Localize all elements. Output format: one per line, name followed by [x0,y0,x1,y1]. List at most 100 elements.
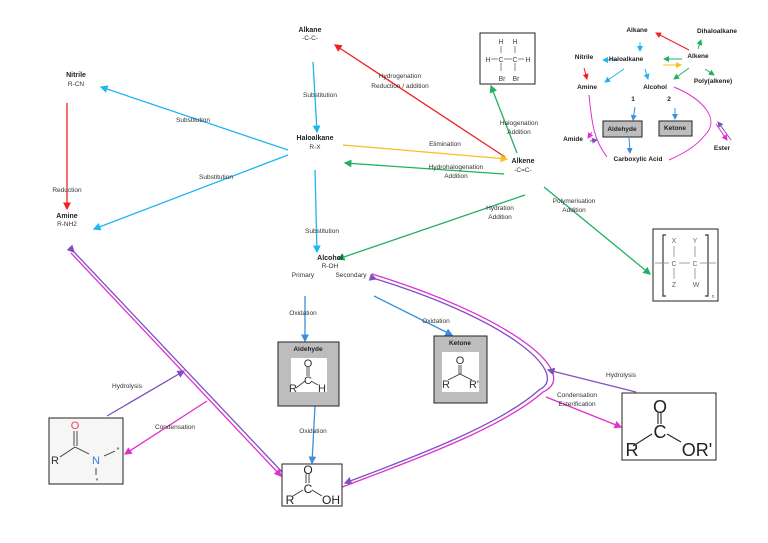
atom: * [96,478,99,485]
condensation-amide-arrow [123,400,208,455]
atom: n [712,294,715,300]
label-hydration: Hydration [486,205,514,212]
label-hydrohalogenation-2: Addition [444,173,468,180]
atom: O [303,463,312,477]
atom: H [512,39,517,46]
atom: R [286,493,295,507]
label-substitution: Substitution [305,228,339,235]
label-substitution: Substitution [303,92,337,99]
atom: H [525,57,530,64]
polymer-structure: X Y C C Z W n [652,228,719,302]
label-oxidation: Oxidation [422,318,450,325]
hydrogenation-arrow [333,44,506,158]
elimination-arrow [342,144,509,163]
label-primary: Primary [292,272,315,279]
oxidation-secondary-arrow [373,295,454,336]
node-nitrile: Nitrile [66,72,86,79]
label-oxidation: Oxidation [299,428,327,435]
substitution-amine-arrow [92,154,289,231]
atom: R [626,440,639,460]
label-halogenation-2: Addition [507,129,531,136]
atom: C [692,261,697,268]
ketone-box: Ketone O R R' [433,335,488,404]
mini-dihaloalkane: Dihaloalkane [697,28,737,35]
label-hydrolysis: Hydrolysis [112,383,143,390]
node-amine-formula: R-NH2 [57,221,77,228]
node-alcohol-formula: R-OH [322,263,339,270]
polymerisation-arrow [543,186,652,275]
node-amine: Amine [56,213,78,220]
label-polymerisation-2: Addition [562,207,586,214]
mini-amide: Amide [563,136,583,143]
atom: R [289,383,297,395]
label-reduction: Reduction [52,187,82,194]
hydrolysis-ester-arrow [546,367,637,393]
atom: O [71,420,80,432]
label-substitution: Substitution [199,174,233,181]
substitution-alkane-arrow [312,61,321,134]
mini-nitrile: Nitrile [575,54,594,61]
label-hydrogenation: Hydrogenation [379,73,422,80]
node-alcohol: Alcohol [317,255,343,262]
ketone-title: Ketone [449,340,471,347]
label-hydrolysis: Hydrolysis [606,372,637,379]
atom: H [498,39,503,46]
halogenation-arrow [489,84,518,154]
atom: C [654,422,667,442]
label-hydrogenation-2: Reduction / addition [371,83,429,90]
node-alkene: Alkene [512,158,535,165]
substitution-alcohol-arrow [312,169,321,254]
label-substitution: Substitution [176,117,210,124]
hydrohalogenation-arrow [343,159,505,175]
reaction-arrows [63,44,652,488]
label-secondary: Secondary [335,272,367,279]
mini-haloalkane: Haloalkane [609,56,644,63]
hydrolysis-amide-arrow [106,370,186,417]
dibromoalkane-structure: H H H C C H Br Br [479,32,536,85]
label-hydration-2: Addition [488,214,512,221]
node-alkane-formula: -C-C- [302,35,318,42]
mini-primary-number: 1 [631,96,635,103]
mini-ketone: Ketone [664,125,686,132]
label-halogenation: Halogenation [500,120,539,127]
label-hydrohalogenation: Hydrohalogenation [429,164,484,171]
mini-carboxylic-acid: Carboxylic Acid [614,156,663,163]
atom: * [117,447,120,454]
atom: H [485,57,490,64]
label-condensation: Condensation [557,392,597,399]
alcohol-acid-magenta-curve [341,273,555,488]
label-polymerisation: Polymerisation [553,198,596,205]
mini-alcohol: Alcohol [643,84,667,91]
ester-box: O C R OR' [621,392,717,461]
atom: H [318,383,326,395]
atom: C [671,261,676,268]
atom: OR' [682,440,712,460]
label-condensation: Condensation [155,424,195,431]
aldehyde-box: Aldehyde O C R H [277,341,340,407]
atom: R [51,455,59,467]
atom: Z [672,282,677,289]
hydration-arrow [336,194,526,261]
node-alkane: Alkane [299,27,322,34]
atom: Y [693,238,698,245]
node-alkene-formula: -C=C- [514,167,532,174]
label-oxidation: Oxidation [289,310,317,317]
substitution-nitrile-arrow [99,85,289,151]
atom: C [304,375,312,387]
atom: O [456,355,465,367]
node-nitrile-formula: R-CN [68,81,85,88]
mini-polyalkene: Poly(alkene) [694,78,732,85]
label-esterification: Esterification [558,401,596,408]
atom: OH [322,493,340,507]
mini-summary-map: Alkane Dihaloalkane Nitrile Haloalkane A… [563,27,737,163]
mini-aldehyde: Aldehyde [607,126,637,133]
atom: X [672,238,677,245]
amine-acid-magenta-line [70,252,282,477]
amine-acid-purple-line [66,244,285,475]
atom: R' [469,379,479,391]
mini-ester: Ester [714,145,731,152]
mini-alkane: Alkane [626,27,648,34]
alcohol-acid-purple-curve [343,273,549,485]
oxidation-aldehyde-arrow [308,405,317,465]
